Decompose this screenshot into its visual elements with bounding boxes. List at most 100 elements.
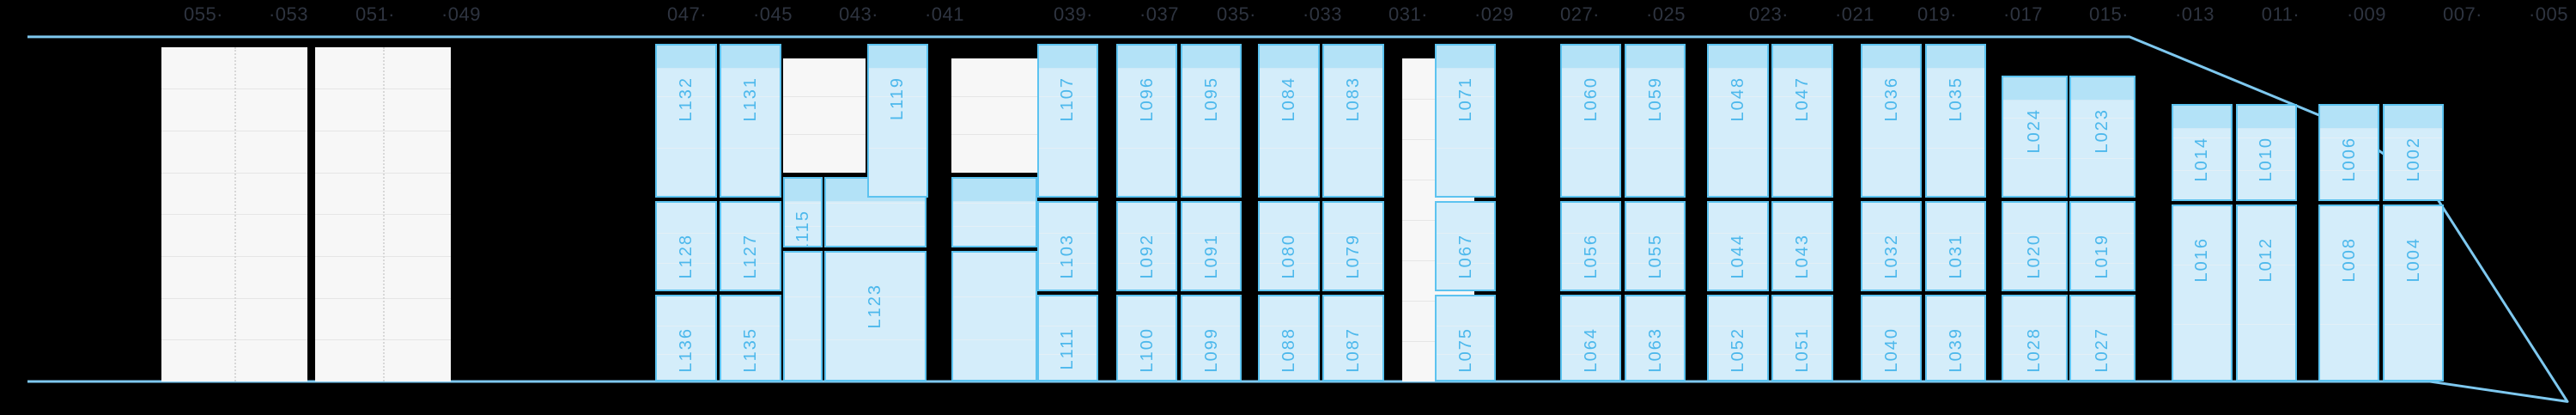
cargo-slot[interactable]: [951, 251, 1037, 382]
tier-divider: [1927, 148, 1985, 150]
tier-divider: [868, 148, 927, 150]
cargo-slot-L084[interactable]: L084: [1258, 43, 1320, 198]
cargo-slot-L079[interactable]: L079: [1322, 200, 1384, 291]
cargo-slot-L092[interactable]: L092: [1116, 200, 1178, 291]
cargo-slot-L039[interactable]: L039: [1925, 294, 1987, 382]
cargo-slot-L008[interactable]: L008: [2318, 204, 2380, 382]
tier-divider: [657, 354, 715, 356]
tier-divider: [952, 296, 1036, 297]
cargo-slot-L123[interactable]: L123: [823, 251, 927, 382]
cargo-slot-L044[interactable]: L044: [1707, 200, 1769, 291]
tier-divider: [1709, 232, 1767, 234]
cargo-slot-L135[interactable]: L135: [720, 294, 781, 382]
tier-divider: [1324, 96, 1382, 98]
cargo-slot-L059[interactable]: L059: [1625, 43, 1686, 198]
cargo-slot-L088[interactable]: L088: [1258, 294, 1320, 382]
cargo-slot-L128[interactable]: L128: [655, 200, 717, 291]
slot-label: L132: [677, 76, 696, 122]
cargo-slot-L132[interactable]: L132: [655, 43, 717, 198]
cargo-slot-L020[interactable]: L020: [2001, 200, 2068, 291]
cargo-slot[interactable]: [782, 251, 823, 382]
tier-divider: [1182, 325, 1241, 327]
cargo-slot-L080[interactable]: L080: [1258, 200, 1320, 291]
cargo-slot-L095[interactable]: L095: [1181, 43, 1242, 198]
cargo-slot-L136[interactable]: L136: [655, 294, 717, 382]
cargo-slot-L035[interactable]: L035: [1925, 43, 1987, 198]
cargo-slot-L012[interactable]: L012: [2235, 204, 2297, 382]
cargo-slot-L052[interactable]: L052: [1707, 294, 1769, 382]
empty-stack[interactable]: [782, 58, 866, 173]
cargo-slot-L064[interactable]: L064: [1560, 294, 1622, 382]
tier-divider: [1182, 232, 1241, 234]
tier-divider: [1324, 354, 1382, 356]
cargo-slot-L002[interactable]: L002: [2383, 103, 2445, 201]
cargo-slot-L004[interactable]: L004: [2383, 204, 2445, 382]
tier-divider: [2172, 170, 2231, 172]
tier-divider: [1626, 232, 1685, 234]
cargo-slot-L119[interactable]: L119: [866, 43, 928, 198]
cargo-slot-L099[interactable]: L099: [1181, 294, 1242, 382]
slot-label-wrap: L059: [1626, 68, 1684, 196]
cargo-slot-L107[interactable]: L107: [1036, 43, 1098, 198]
slot-label: L051: [1793, 327, 1813, 373]
cargo-slot-L048[interactable]: L048: [1707, 43, 1769, 198]
tier-divider: [2237, 137, 2295, 139]
tier-divider: [1324, 232, 1382, 234]
cargo-slot-L019[interactable]: L019: [2069, 200, 2136, 291]
slot-label: L096: [1137, 76, 1157, 122]
cargo-slot-L060[interactable]: L060: [1560, 43, 1622, 198]
cargo-slot-L006[interactable]: L006: [2318, 103, 2380, 201]
slot-label-wrap: L014: [2173, 128, 2231, 199]
cargo-slot-L087[interactable]: L087: [1322, 294, 1384, 382]
cargo-slot-L040[interactable]: L040: [1861, 294, 1923, 382]
cargo-slot-L023[interactable]: L023: [2069, 75, 2136, 198]
cargo-slot-L043[interactable]: L043: [1771, 200, 1833, 291]
slot-label: L002: [2403, 136, 2423, 182]
cargo-slot-L071[interactable]: L071: [1435, 43, 1497, 198]
tier-divider: [1324, 148, 1382, 150]
empty-stack[interactable]: [315, 46, 451, 382]
cargo-slot-L075[interactable]: L075: [1435, 294, 1497, 382]
cargo-slot-L100[interactable]: L100: [1116, 294, 1178, 382]
empty-stack[interactable]: [161, 46, 307, 382]
tier-divider: [1038, 354, 1097, 356]
cargo-slot-L111[interactable]: L111: [1036, 294, 1098, 382]
cargo-slot-L091[interactable]: L091: [1181, 200, 1242, 291]
slot-label-wrap: L131: [721, 68, 779, 196]
cargo-slot-L028[interactable]: L028: [2001, 294, 2068, 382]
tier-divider: [2320, 137, 2379, 139]
tier-divider: [1773, 96, 1832, 98]
cargo-slot-L083[interactable]: L083: [1322, 43, 1384, 198]
cargo-slot-L024[interactable]: L024: [2001, 75, 2068, 198]
tier-divider: [2070, 158, 2134, 160]
cargo-slot-L096[interactable]: L096: [1116, 43, 1178, 198]
cargo-slot-L036[interactable]: L036: [1861, 43, 1923, 198]
slot-label: L103: [1058, 233, 1078, 279]
tier-divider: [1927, 232, 1985, 234]
cargo-slot-L010[interactable]: L010: [2235, 103, 2297, 201]
slot-label-wrap: L083: [1324, 68, 1382, 196]
bay-tick-017: ·017: [2002, 3, 2044, 25]
cargo-slot-L051[interactable]: L051: [1771, 294, 1833, 382]
cargo-slot-L031[interactable]: L031: [1925, 200, 1987, 291]
cargo-slot-L016[interactable]: L016: [2171, 204, 2233, 382]
cargo-slot-L047[interactable]: L047: [1771, 43, 1833, 198]
cargo-slot-L131[interactable]: L131: [720, 43, 781, 198]
cargo-slot-L014[interactable]: L014: [2171, 103, 2233, 201]
cargo-slot-L063[interactable]: L063: [1625, 294, 1686, 382]
cargo-slot-L127[interactable]: L127: [720, 200, 781, 291]
cargo-slot-L115[interactable]: L115: [782, 177, 823, 248]
cargo-slot-L056[interactable]: L056: [1560, 200, 1622, 291]
cargo-slot-L027[interactable]: L027: [2069, 294, 2136, 382]
cargo-slot-L103[interactable]: L103: [1036, 200, 1098, 291]
cargo-slot-L055[interactable]: L055: [1625, 200, 1686, 291]
cargo-slot-L067[interactable]: L067: [1435, 200, 1497, 291]
slot-label-wrap: L020: [2003, 225, 2066, 290]
bay-tick-047: 047·: [666, 3, 708, 25]
empty-stack[interactable]: [951, 58, 1037, 173]
tier-divider: [1118, 96, 1176, 98]
tier-divider: [2070, 325, 2134, 327]
tier-divider: [2385, 170, 2443, 172]
cargo-slot[interactable]: [951, 177, 1037, 248]
cargo-slot-L032[interactable]: L032: [1861, 200, 1923, 291]
